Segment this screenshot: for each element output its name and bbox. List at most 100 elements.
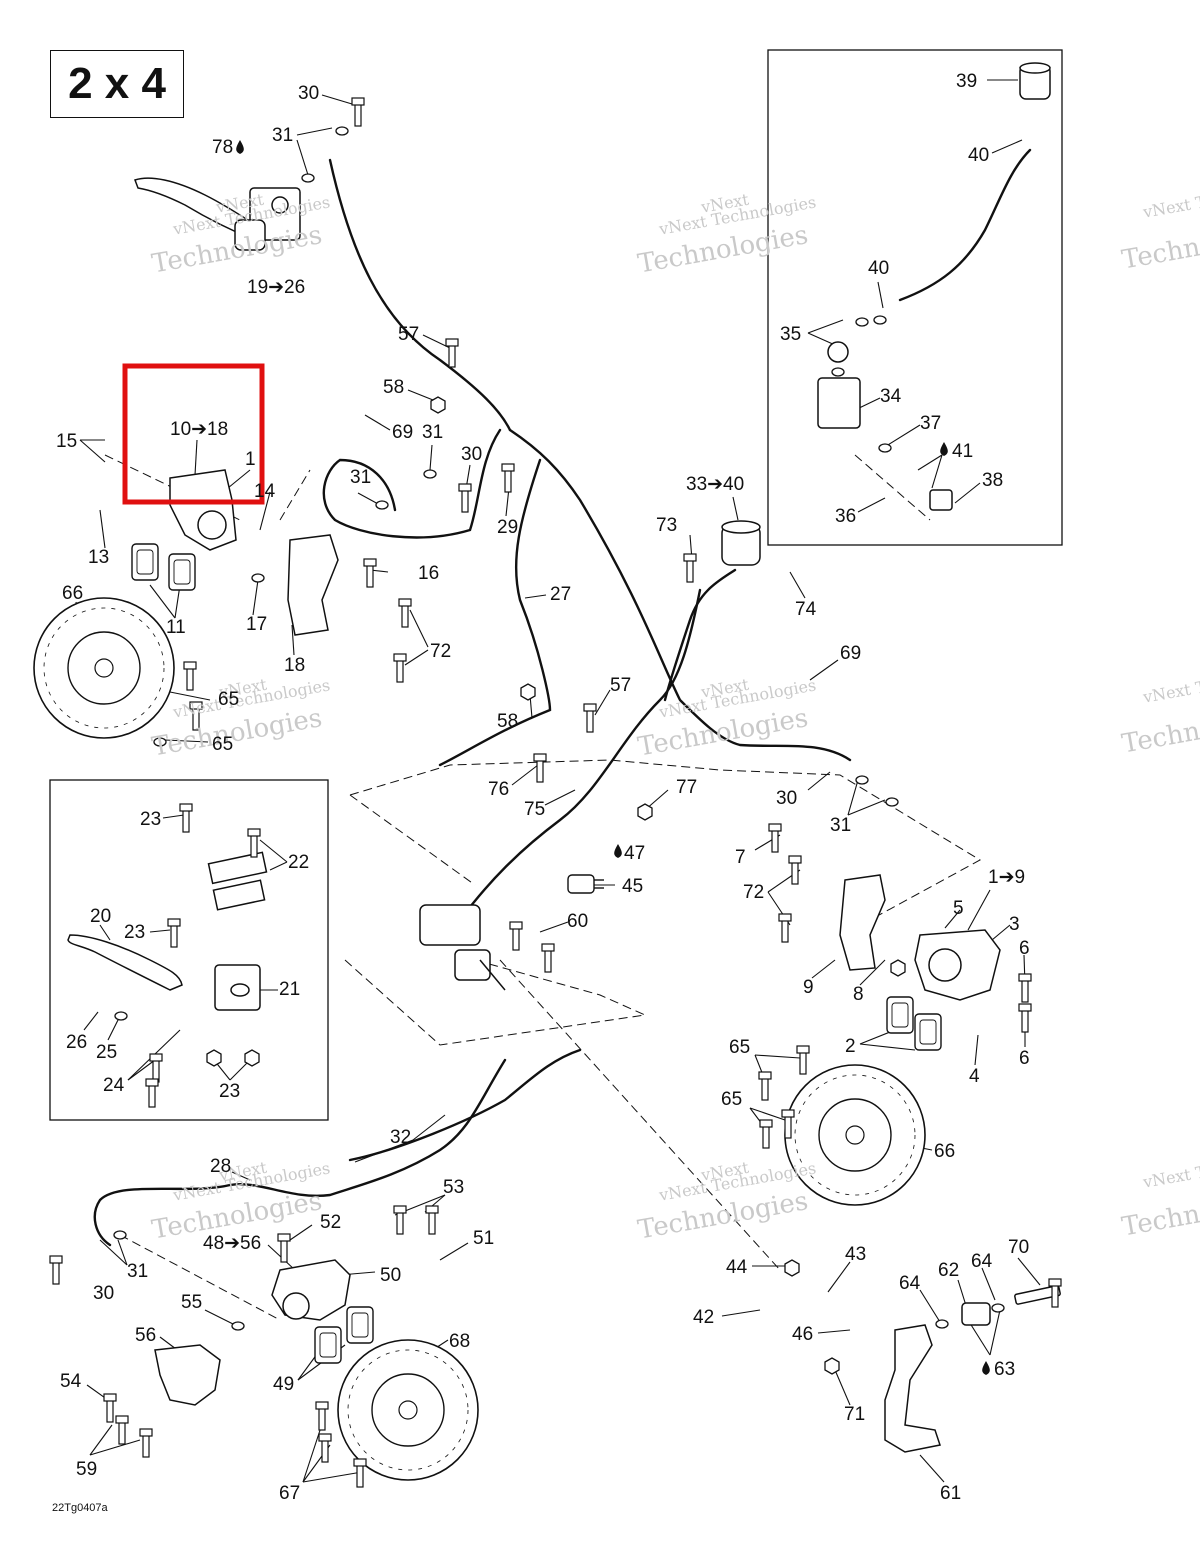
- callout-label: 30: [776, 788, 798, 809]
- callout-label: 69: [840, 643, 862, 664]
- callout-label: 50: [380, 1265, 402, 1286]
- callout-label: 51: [473, 1228, 495, 1249]
- rear-reservoir: [721, 520, 761, 566]
- callout-label: 55: [181, 1292, 203, 1313]
- rear-pad-b: [346, 1306, 374, 1344]
- callout-label: 62: [938, 1260, 960, 1281]
- inset-master-cylinder-parts: [67, 851, 268, 1011]
- callout-label: 10➔18: [170, 419, 229, 440]
- callout-label: 17: [246, 614, 268, 635]
- callout-label: 75: [524, 799, 546, 820]
- callout-label: 1➔9: [988, 867, 1026, 888]
- callout-label: 7: [735, 847, 746, 868]
- callout-label: 15: [56, 431, 78, 452]
- callout-label: 60: [567, 911, 589, 932]
- callout-label: 69: [392, 422, 414, 443]
- front-left-disc: [33, 597, 175, 739]
- rear-pad-a: [314, 1326, 342, 1364]
- rear-master-cylinder: [419, 904, 506, 991]
- callout-label: 9: [803, 977, 814, 998]
- callout-label: 32: [390, 1127, 412, 1148]
- callout-label: 71: [844, 1404, 866, 1425]
- diagram-title: 2 x 4: [50, 50, 184, 118]
- callout-label: 58: [383, 377, 405, 398]
- callout-label: 23: [219, 1081, 241, 1102]
- callout-label: 68: [449, 1331, 471, 1352]
- callout-label: 40: [868, 258, 890, 279]
- callout-label: 3: [1009, 914, 1020, 935]
- callout-label: 31: [350, 467, 372, 488]
- callout-label: 58: [497, 711, 519, 732]
- callout-label: 19➔26: [247, 277, 306, 298]
- callout-label: 21: [279, 979, 301, 1000]
- callout-label: 22: [288, 852, 310, 873]
- callout-label: 72: [430, 641, 452, 662]
- callout-label: 52: [320, 1212, 342, 1233]
- callout-label: 35: [780, 324, 802, 345]
- callout-label: 4: [969, 1066, 980, 1087]
- callout-label: 77: [676, 777, 698, 798]
- callout-label: 65: [212, 734, 234, 755]
- callout-label: 47: [624, 843, 646, 864]
- callout-label: 30: [298, 83, 320, 104]
- callout-label: 66: [934, 1141, 956, 1162]
- callout-label: 8: [853, 984, 864, 1005]
- inset-front-master-cylinder: [49, 779, 329, 1121]
- callout-label: 2: [845, 1036, 856, 1057]
- callout-label: 41: [952, 441, 974, 462]
- callout-label: 6: [1019, 1048, 1030, 1069]
- callout-label: 49: [273, 1374, 295, 1395]
- callout-label: 23: [140, 809, 162, 830]
- callout-label: 33➔40: [686, 474, 745, 495]
- callout-label: 18: [284, 655, 306, 676]
- callout-label: 66: [62, 583, 84, 604]
- callout-label: 53: [443, 1177, 465, 1198]
- callout-label: 57: [610, 675, 632, 696]
- front-left-caliper: [169, 469, 339, 636]
- callout-label: 24: [103, 1075, 125, 1096]
- callout-label: 13: [88, 547, 110, 568]
- callout-label: 40: [968, 145, 990, 166]
- callout-label: 70: [1008, 1237, 1030, 1258]
- inset-reservoir-parts: [817, 62, 1051, 511]
- callout-label: 29: [497, 517, 519, 538]
- callout-label: 14: [254, 481, 276, 502]
- lubricant-drop-icons: [236, 140, 990, 1375]
- callout-label: 23: [124, 922, 146, 943]
- callout-label: 54: [60, 1371, 82, 1392]
- callout-label: 31: [830, 815, 852, 836]
- callout-label: 16: [418, 563, 440, 584]
- callout-label: 30: [461, 444, 483, 465]
- callout-label: 31: [127, 1261, 149, 1282]
- front-right-pad-a: [886, 996, 914, 1034]
- front-left-pad-a: [131, 543, 159, 581]
- leader-lines: [75, 79, 1041, 1483]
- front-right-caliper: [839, 874, 1001, 1001]
- callout-label: 28: [210, 1156, 232, 1177]
- inset-rear-reservoir: [767, 49, 1063, 546]
- callout-label: 38: [982, 470, 1004, 491]
- callout-label: 31: [422, 422, 444, 443]
- figure-code: 22Tg0407a: [52, 1502, 108, 1514]
- callout-label: 6: [1019, 938, 1030, 959]
- callout-label: 61: [940, 1483, 962, 1504]
- front-left-pad-b: [168, 553, 196, 591]
- callout-label: 1: [245, 449, 256, 470]
- callout-label: 65: [218, 689, 240, 710]
- callout-label: 36: [835, 506, 857, 527]
- callout-label: 59: [76, 1459, 98, 1480]
- callout-label: 20: [90, 906, 112, 927]
- callout-label: 64: [971, 1251, 993, 1272]
- front-right-disc: [784, 1064, 926, 1206]
- callout-label: 65: [729, 1037, 751, 1058]
- front-right-pad-b: [914, 1013, 942, 1051]
- callout-label: 48➔56: [203, 1233, 262, 1254]
- callout-label: 45: [622, 876, 644, 897]
- callout-label: 57: [398, 324, 420, 345]
- callout-label: 5: [953, 898, 964, 919]
- highlight-box: [122, 363, 265, 505]
- callout-label: 64: [899, 1273, 921, 1294]
- callout-label: 25: [96, 1042, 118, 1063]
- callout-label: 37: [920, 413, 942, 434]
- callout-label: 44: [726, 1257, 748, 1278]
